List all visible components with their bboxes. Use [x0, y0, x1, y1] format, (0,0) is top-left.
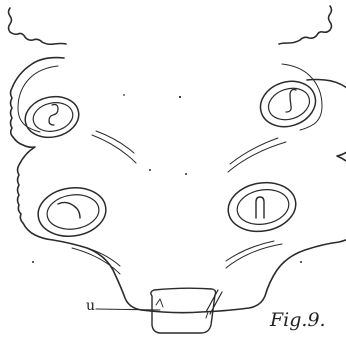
- label-u: u: [86, 298, 95, 314]
- spiracle-lower-right: [224, 177, 299, 236]
- fold-line-left-2: [96, 131, 134, 153]
- label-u-pointer: [96, 309, 160, 310]
- figure-caption: Fig.9.: [270, 309, 326, 331]
- spiracle-lower-left: [35, 184, 109, 241]
- inner-left-outline: [18, 66, 58, 132]
- spiracle-upper-right: [255, 74, 322, 133]
- body-outline: [11, 58, 346, 313]
- fold-line-lower-right-2: [226, 241, 274, 261]
- fold-line-right-2: [230, 138, 278, 164]
- upper-left-scalloped-edge: [9, 8, 67, 44]
- upper-right-scalloped-edge: [279, 6, 332, 44]
- anal-plate: [151, 288, 222, 333]
- spiracle-upper-left: [21, 92, 82, 142]
